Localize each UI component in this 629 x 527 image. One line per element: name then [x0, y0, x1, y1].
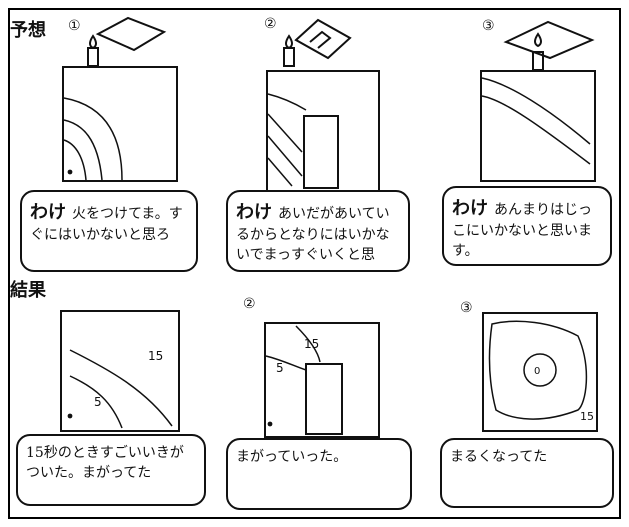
result-label-15: 15 [148, 349, 163, 363]
result-square-1 [60, 310, 180, 432]
prediction-contours-2 [267, 93, 339, 189]
prediction-number-3: ③ [482, 18, 495, 34]
result-note-3: まるくなってた [440, 438, 614, 508]
plate-candle-diagram-2 [283, 18, 352, 67]
result-contours-1: 15 5 [67, 349, 173, 429]
plate-candle-diagram-1 [87, 16, 167, 67]
prediction-heading: 予想 [10, 20, 46, 41]
reason-label: わけ [30, 202, 66, 223]
result-number-3: ③ [460, 300, 473, 316]
plate-candle-diagram-3 [503, 20, 595, 71]
result-text: まるくなってた [450, 449, 548, 465]
result-note-1: 15秒のときすごいいきがついた。まがってた [16, 434, 206, 506]
result-note-2: まがっていった。 [226, 438, 412, 510]
result-label-5: 5 [94, 395, 102, 409]
prediction-reason-1: わけ火をつけてま。すぐにはいかないと思ろ [20, 190, 198, 272]
result-number-2: ② [243, 296, 256, 312]
prediction-contours-3 [481, 77, 591, 165]
prediction-square-1 [62, 66, 178, 182]
prediction-number-2: ② [264, 16, 277, 32]
result-contours-2: 15 5 [265, 325, 343, 435]
prediction-reason-2: わけあいだがあいているからとなりにはいかないでまっすぐいくと思 [226, 190, 410, 272]
result-label-5: 5 [276, 361, 284, 375]
prediction-contours-1 [63, 97, 123, 181]
result-square-3 [482, 312, 598, 432]
reason-text: あいだがあいているからとなりにはいかないでまっすぐいくと思 [236, 206, 390, 264]
outer-frame [8, 8, 621, 519]
result-label-15: 15 [580, 410, 594, 423]
prediction-number-1: ① [68, 18, 81, 34]
reason-label: わけ [452, 198, 488, 219]
result-label-center: 0 [534, 366, 540, 377]
prediction-reason-3: わけあんまりはじっこにいかないと思います。 [442, 186, 612, 266]
result-label-15: 15 [304, 337, 319, 351]
result-contours-3: 0 15 [488, 320, 594, 423]
result-heading: 結果 [10, 280, 46, 301]
reason-text: あんまりはじっこにいかないと思います。 [452, 202, 592, 260]
result-text: 15秒のときすごいいきがついた。まがってた [26, 445, 184, 482]
reason-label: わけ [236, 202, 272, 223]
result-text: まがっていった。 [236, 449, 348, 465]
reason-text: 火をつけてま。すぐにはいかないと思ろ [30, 206, 183, 243]
